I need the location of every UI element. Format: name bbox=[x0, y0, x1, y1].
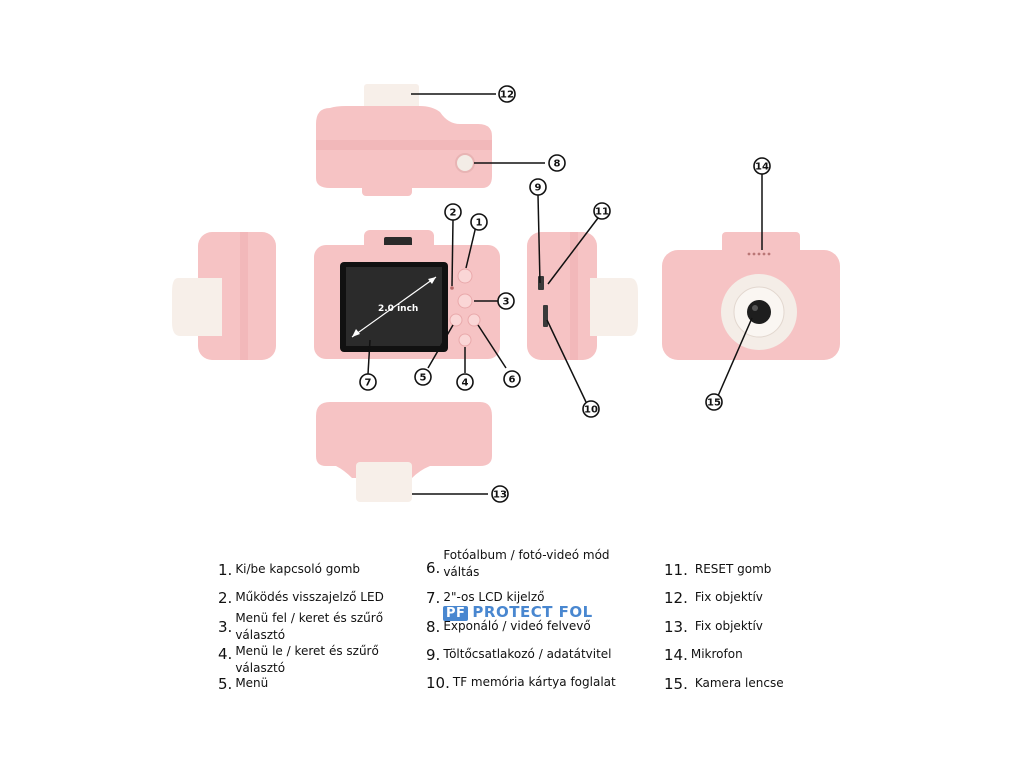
svg-text:14: 14 bbox=[755, 162, 769, 173]
callout-lines bbox=[367, 93, 763, 495]
camera-lens-view bbox=[662, 232, 840, 360]
camera-right-view bbox=[527, 232, 638, 360]
legend-item-6: 6.Fotóalbum / fotó-videó mód váltás bbox=[426, 548, 610, 579]
callout-2: 2 bbox=[444, 203, 462, 221]
legend-item-14: 14.Mikrofon bbox=[664, 646, 743, 664]
legend-item-9: 9.Töltőcsatlakozó / adatátvitel bbox=[426, 646, 612, 664]
camera-top-view bbox=[316, 84, 492, 196]
legend-item-7: 7.2"-os LCD kijelző bbox=[426, 589, 545, 607]
callout-13: 13 bbox=[491, 485, 509, 503]
legend-item-4: 4.Menü le / keret és szűrő választó bbox=[218, 644, 379, 675]
callout-12: 12 bbox=[498, 85, 516, 103]
camera-bottom-view bbox=[316, 402, 492, 502]
svg-text:3: 3 bbox=[503, 297, 510, 308]
svg-text:6: 6 bbox=[509, 375, 516, 386]
callout-15: 15 bbox=[705, 393, 723, 411]
legend-item-12: 12.Fix objektív bbox=[664, 589, 763, 607]
watermark-logo: PF bbox=[443, 606, 469, 621]
screen-size-label: 2.0 inch bbox=[378, 304, 418, 314]
callout-14: 14 bbox=[753, 157, 771, 175]
legend-item-11: 11.RESET gomb bbox=[664, 561, 772, 579]
callout-7: 7 bbox=[359, 373, 377, 391]
callout-badges: 12 8 14 9 11 2 1 3 7 5 4 6 15 10 13 bbox=[359, 85, 771, 503]
callout-11: 11 bbox=[593, 202, 611, 220]
svg-text:9: 9 bbox=[535, 183, 542, 194]
svg-text:11: 11 bbox=[595, 207, 609, 218]
callout-1: 1 bbox=[470, 213, 488, 231]
legend-item-10: 10.TF memória kártya foglalat bbox=[426, 674, 616, 692]
svg-text:8: 8 bbox=[554, 159, 561, 170]
svg-text:5: 5 bbox=[420, 373, 427, 384]
svg-text:2: 2 bbox=[450, 208, 457, 219]
legend-item-15: 15.Kamera lencse bbox=[664, 675, 784, 693]
camera-left-view bbox=[172, 232, 276, 360]
legend-item-3: 3.Menü fel / keret és szűrő választó bbox=[218, 611, 384, 642]
svg-text:1: 1 bbox=[476, 218, 483, 229]
legend-item-8: 8.Exponáló / videó felvevő bbox=[426, 618, 591, 636]
svg-text:15: 15 bbox=[707, 398, 721, 409]
svg-text:13: 13 bbox=[493, 490, 507, 501]
callout-6: 6 bbox=[503, 370, 521, 388]
camera-front-view: 2.0 inch bbox=[314, 230, 500, 359]
watermark-text: PROTECT FOL bbox=[472, 603, 593, 621]
callout-4: 4 bbox=[456, 373, 474, 391]
camera-diagram: 2.0 inch bbox=[172, 84, 840, 503]
callout-3: 3 bbox=[497, 292, 515, 310]
legend-item-5: 5.Menü bbox=[218, 675, 269, 693]
legend-item-1: 1.Ki/be kapcsoló gomb bbox=[218, 561, 361, 579]
callout-8: 8 bbox=[548, 154, 566, 172]
callout-5: 5 bbox=[414, 368, 432, 386]
svg-text:12: 12 bbox=[500, 90, 514, 101]
svg-text:4: 4 bbox=[462, 378, 469, 389]
callout-9: 9 bbox=[529, 178, 547, 196]
svg-text:10: 10 bbox=[584, 405, 598, 416]
legend-item-13: 13.Fix objektív bbox=[664, 618, 763, 636]
svg-text:7: 7 bbox=[365, 378, 372, 389]
callout-10: 10 bbox=[582, 400, 600, 418]
legend-item-2: 2.Működés visszajelző LED bbox=[218, 589, 384, 607]
